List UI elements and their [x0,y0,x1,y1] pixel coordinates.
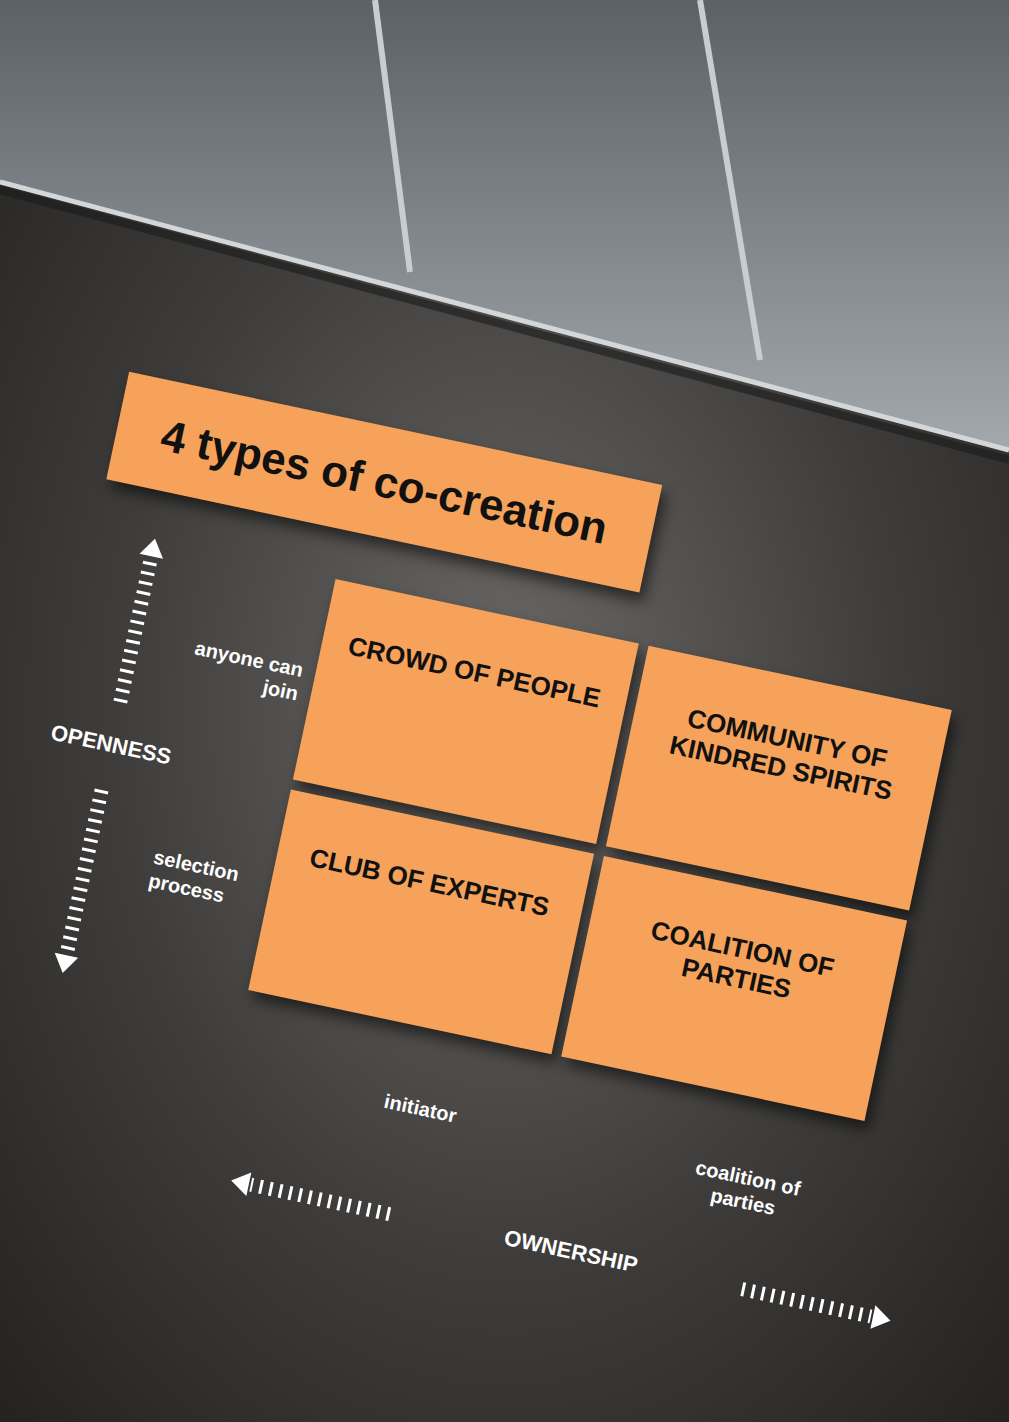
arrow-head [870,1305,893,1332]
axis-end-label: initiator [359,1084,481,1132]
ceiling-rail [700,0,760,360]
ceiling-rail [375,0,410,272]
diagram-title: 4 types of co-creation [157,410,612,553]
axis-name: OWNERSHIP [456,1215,686,1289]
arrow-head [229,1169,252,1196]
axis-end-label: selection process [146,845,271,916]
quadrant-label: COMMUNITY OF KINDRED SPIRITS [644,696,924,811]
axis-name: OPENNESS [20,714,202,777]
arrow-head [140,536,167,559]
axis-dashes [67,790,102,953]
title-box: 4 types of co-creation [106,372,662,593]
axis-end-label: coalition of parties [672,1152,819,1228]
arrow-head [51,953,78,976]
axis-dashes [251,1185,390,1215]
axis-dashes [120,558,151,702]
axis-end-label: anyone can join [186,635,306,705]
quadrant-label: COALITION OF PARTIES [599,907,879,1022]
axis-dashes [742,1289,871,1316]
quadrant-label: CLUB OF EXPERTS [292,840,566,926]
quadrant-label: CROWD OF PEOPLE [337,630,611,716]
